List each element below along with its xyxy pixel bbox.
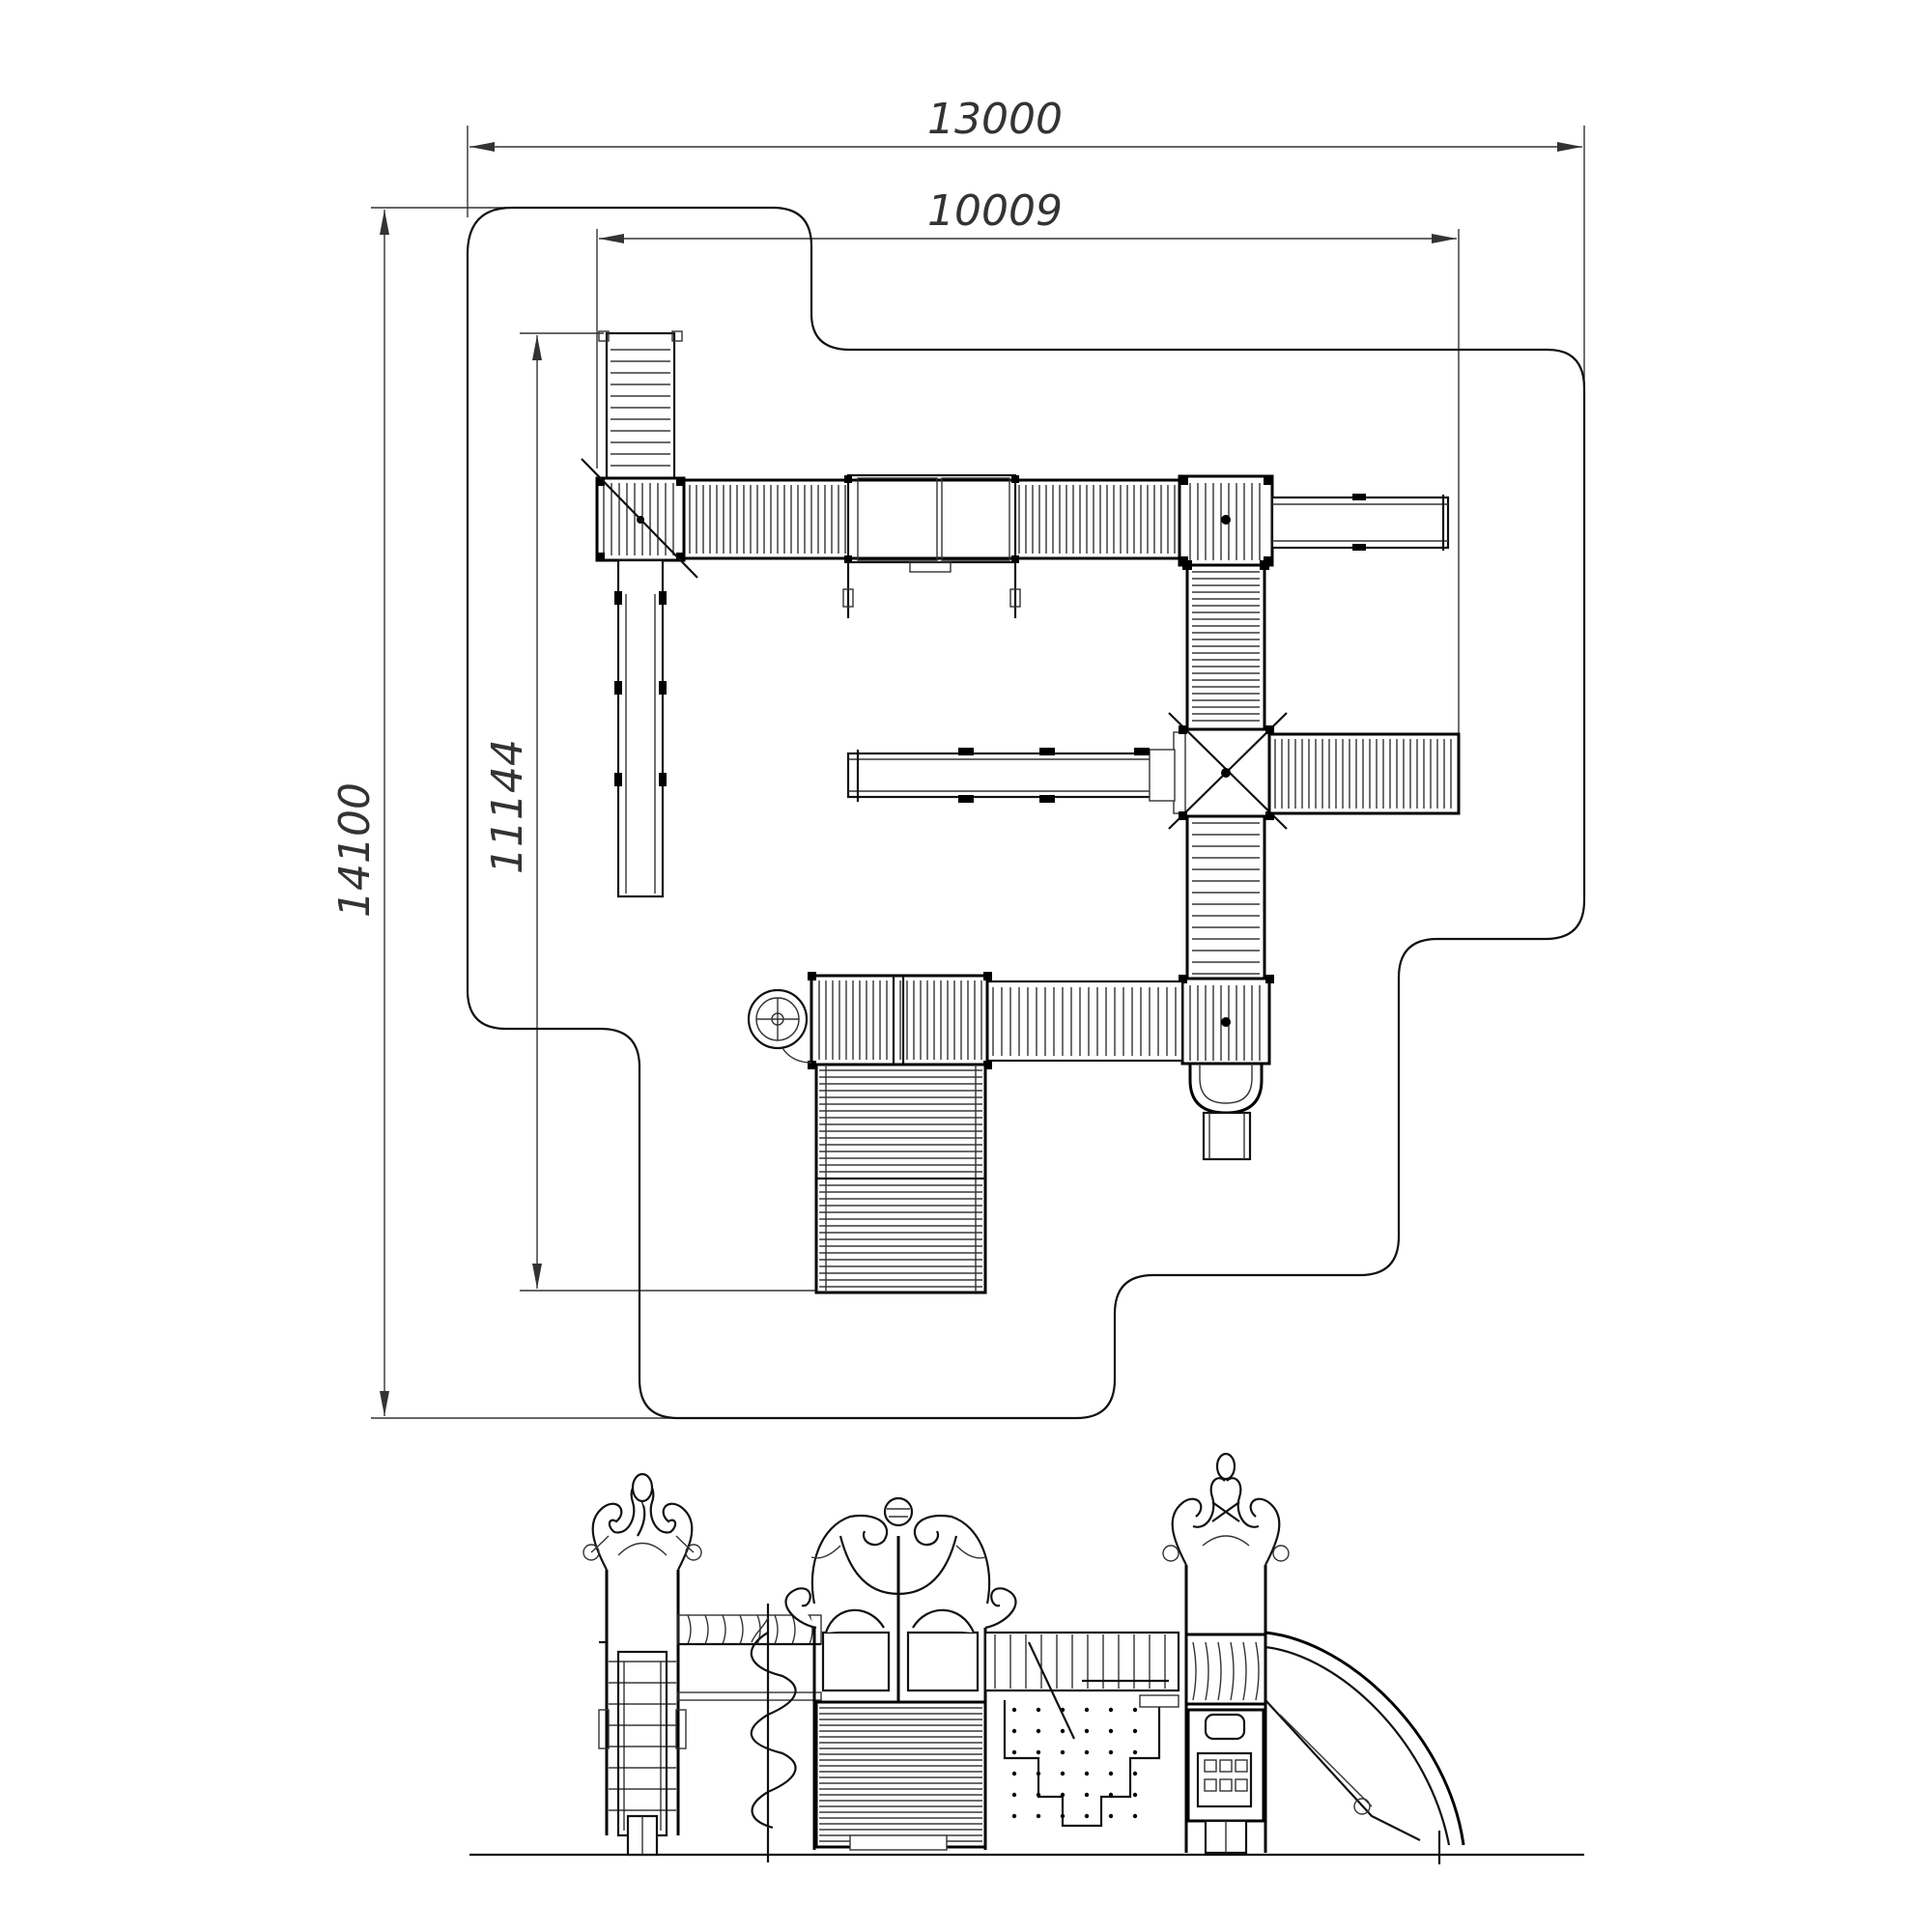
plan-tower-top-left <box>581 458 698 579</box>
net-knot <box>1060 1728 1065 1734</box>
plan-posts-under-top-bridge <box>842 562 1021 618</box>
net-knot <box>1060 1749 1065 1755</box>
dim-label-inner-depth: 11144 <box>483 739 532 874</box>
elevation-view <box>469 1452 1584 1864</box>
net-knot <box>1036 1749 1041 1755</box>
plan-slide-left <box>614 558 667 898</box>
plan-bridge-bottom <box>985 980 1184 1063</box>
plan-bar-middle <box>846 748 1176 803</box>
net-knot <box>1060 1813 1065 1819</box>
net-knot <box>1084 1771 1090 1776</box>
net-knot <box>1084 1728 1090 1734</box>
plan-ladder-top-left <box>598 330 683 480</box>
net-knot <box>1132 1792 1138 1798</box>
plan-climbing-ramp <box>814 1063 987 1294</box>
net-knot <box>1011 1792 1017 1798</box>
dimension-inner-width: 10009 <box>596 186 1460 734</box>
net-knot <box>1108 1813 1114 1819</box>
net-knot <box>1036 1771 1041 1776</box>
safety-zone-outline <box>466 206 1586 1420</box>
elevation-tower-center <box>784 1496 1017 1851</box>
net-knot <box>1060 1771 1065 1776</box>
net-knot <box>1132 1728 1138 1734</box>
plan-steering-wheel <box>747 988 812 1064</box>
net-knot <box>1084 1749 1090 1755</box>
net-knot <box>1011 1771 1017 1776</box>
net-knot <box>1132 1771 1138 1776</box>
dimension-overall-width: 13000 <box>467 95 1585 391</box>
plan-bridge-right-lower <box>1185 814 1266 980</box>
dimension-overall-depth: 14100 <box>330 207 676 1419</box>
net-knot <box>1084 1707 1090 1713</box>
elevation-tower-right <box>1162 1452 1290 1855</box>
net-knot <box>1011 1707 1017 1713</box>
net-knot <box>1108 1728 1114 1734</box>
net-knot <box>1084 1813 1090 1819</box>
dimension-inner-depth: 11144 <box>483 332 816 1292</box>
net-knot <box>1011 1749 1017 1755</box>
net-knot <box>1108 1749 1114 1755</box>
net-knot <box>1132 1707 1138 1713</box>
net-knot <box>1132 1813 1138 1819</box>
net-knot <box>1036 1707 1041 1713</box>
plan-tower-bottom-left <box>808 972 992 1069</box>
net-knot <box>1036 1792 1041 1798</box>
elevation-wavy-panels <box>677 1614 822 1701</box>
net-knot <box>1011 1728 1017 1734</box>
net-knot <box>1108 1707 1114 1713</box>
plan-deck-right <box>1267 732 1461 815</box>
elevation-slide-right <box>1264 1631 1465 1864</box>
plan-slide-top-right <box>1270 494 1450 551</box>
plan-bridge-top <box>682 473 1181 573</box>
elevation-tower-left <box>582 1472 702 1857</box>
net-knot <box>1036 1728 1041 1734</box>
net-knot <box>1108 1771 1114 1776</box>
dim-label-overall-width: 13000 <box>927 95 1063 144</box>
net-knot <box>1011 1813 1017 1819</box>
plan-tower-top-right <box>1178 474 1274 567</box>
plan-view <box>581 330 1461 1294</box>
net-knot <box>1132 1749 1138 1755</box>
net-knot <box>1036 1813 1041 1819</box>
net-knot <box>1084 1792 1090 1798</box>
plan-bridge-right-vertical <box>1182 560 1269 731</box>
dim-label-inner-width: 10009 <box>927 186 1063 236</box>
net-knot <box>1060 1792 1065 1798</box>
elevation-spiral-slide <box>750 1604 797 1862</box>
plan-tower-bottom-right <box>1179 975 1274 1161</box>
net-knot <box>1108 1792 1114 1798</box>
elevation-net-climber <box>983 1631 1180 1828</box>
dim-label-overall-depth: 14100 <box>330 782 380 918</box>
